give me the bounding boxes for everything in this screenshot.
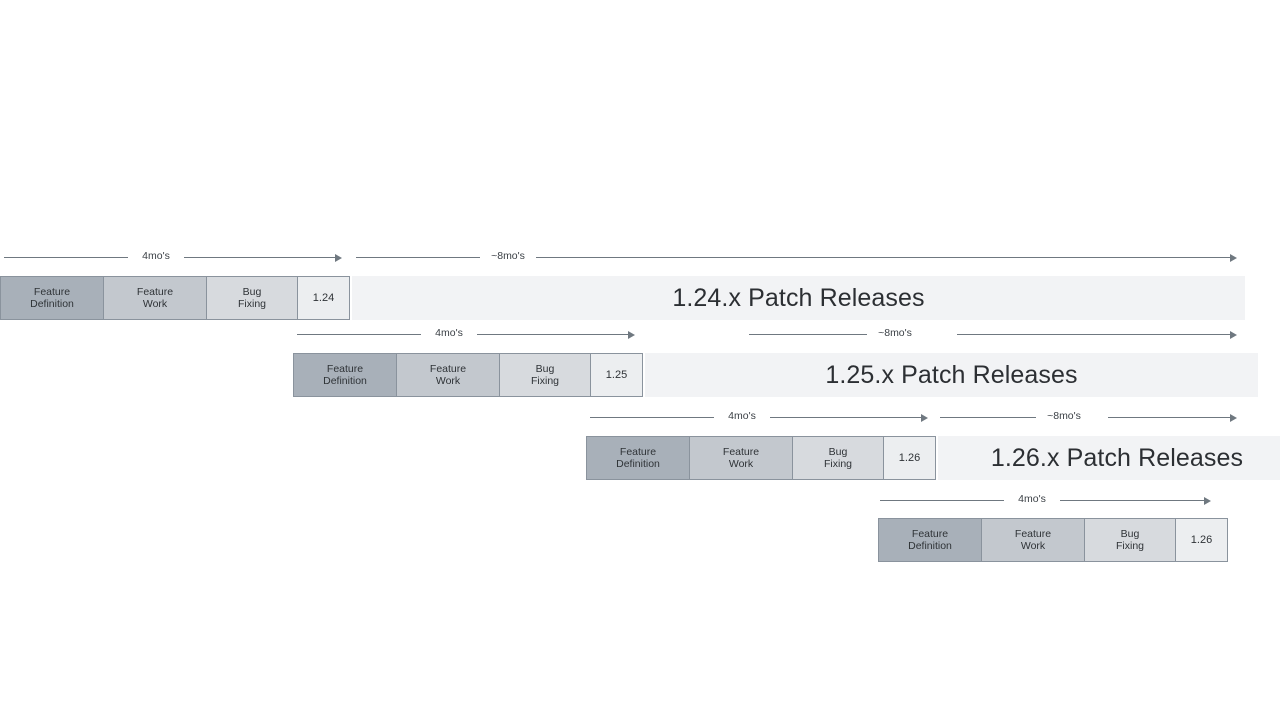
- phase-label-line2: Fixing: [237, 298, 266, 310]
- arrow-line-left: [4, 257, 128, 258]
- phase-label-line2: Definition: [908, 540, 952, 552]
- patch-release-band-1-24: 1.24.x Patch Releases: [352, 276, 1245, 320]
- phase-group-1-26: Feature Definition Feature Work Bug Fixi…: [586, 436, 936, 480]
- patch-release-label-1-25: 1.25.x Patch Releases: [825, 360, 1078, 389]
- dimension-arrow-patch-1-25: ~8mo's: [749, 325, 1240, 345]
- phase-label-line1: Feature: [429, 362, 467, 375]
- phase-bug-fixing-1-26[interactable]: Bug Fixing: [792, 436, 884, 480]
- phase-bug-fixing-next[interactable]: Bug Fixing: [1084, 518, 1176, 562]
- arrow-line-left: [297, 334, 421, 335]
- patch-release-band-1-25: 1.25.x Patch Releases: [645, 353, 1258, 397]
- arrow-line-right: [770, 417, 923, 418]
- phase-label-line2: Definition: [323, 375, 367, 387]
- arrow-line-left: [356, 257, 480, 258]
- arrow-head-icon: [628, 330, 635, 339]
- arrow-line-right: [1060, 500, 1206, 501]
- phase-label-line1: Feature: [33, 285, 71, 298]
- phase-label-line1: Bug: [535, 362, 555, 375]
- phase-label-line1: Feature: [1014, 527, 1052, 540]
- arrow-line-left: [880, 500, 1004, 501]
- version-label: 1.25: [605, 368, 628, 381]
- dimension-arrow-dev-1-25: 4mo's: [297, 325, 637, 345]
- phase-label-line1: Feature: [619, 445, 657, 458]
- dimension-label-patch-1-25: ~8mo's: [878, 327, 912, 339]
- phase-label-line2: Definition: [616, 458, 660, 470]
- phase-feature-work-1-26[interactable]: Feature Work: [689, 436, 793, 480]
- phase-label-line2: Fixing: [823, 458, 852, 470]
- version-box-1-25[interactable]: 1.25: [590, 353, 643, 397]
- phase-label-line2: Fixing: [530, 375, 559, 387]
- arrow-head-icon: [1230, 413, 1237, 422]
- phase-feature-definition-1-25[interactable]: Feature Definition: [293, 353, 397, 397]
- phase-label-line2: Fixing: [1115, 540, 1144, 552]
- phase-label-line1: Feature: [911, 527, 949, 540]
- phase-feature-work-1-24[interactable]: Feature Work: [103, 276, 207, 320]
- phase-group-1-25: Feature Definition Feature Work Bug Fixi…: [293, 353, 643, 397]
- arrow-line-left: [749, 334, 867, 335]
- arrow-line-left: [590, 417, 714, 418]
- arrow-head-icon: [1204, 496, 1211, 505]
- phase-feature-definition-next[interactable]: Feature Definition: [878, 518, 982, 562]
- phase-label-line1: Bug: [828, 445, 848, 458]
- phase-bug-fixing-1-24[interactable]: Bug Fixing: [206, 276, 298, 320]
- arrow-head-icon: [1230, 253, 1237, 262]
- version-label: 1.26: [1190, 533, 1213, 546]
- phase-label-line1: Feature: [722, 445, 760, 458]
- phase-label-line2: Definition: [30, 298, 74, 310]
- phase-label-line2: Work: [728, 458, 754, 470]
- dimension-arrow-dev-1-26: 4mo's: [590, 408, 930, 428]
- arrow-line-right: [477, 334, 630, 335]
- phase-label-line1: Feature: [136, 285, 174, 298]
- arrow-head-icon: [921, 413, 928, 422]
- arrow-head-icon: [335, 253, 342, 262]
- version-box-1-26[interactable]: 1.26: [883, 436, 936, 480]
- arrow-line-right: [957, 334, 1232, 335]
- phase-bug-fixing-1-25[interactable]: Bug Fixing: [499, 353, 591, 397]
- arrow-line-right: [184, 257, 337, 258]
- dimension-label-dev-1-25: 4mo's: [435, 327, 463, 339]
- dimension-label-patch-1-26: ~8mo's: [1047, 410, 1081, 422]
- dimension-arrow-patch-1-26: ~8mo's: [940, 408, 1240, 428]
- phase-feature-definition-1-26[interactable]: Feature Definition: [586, 436, 690, 480]
- version-label: 1.26: [898, 451, 921, 464]
- phase-label-line2: Work: [435, 375, 461, 387]
- arrow-head-icon: [1230, 330, 1237, 339]
- dimension-label-dev-next: 4mo's: [1018, 493, 1046, 505]
- arrow-line-left: [940, 417, 1036, 418]
- dimension-arrow-dev-1-24: 4mo's: [4, 248, 344, 268]
- patch-release-label-1-26: 1.26.x Patch Releases: [990, 443, 1244, 472]
- patch-release-band-1-26: 1.26.x Patch Releases: [938, 436, 1280, 480]
- phase-label-line2: Work: [1020, 540, 1046, 552]
- phase-feature-work-next[interactable]: Feature Work: [981, 518, 1085, 562]
- patch-release-label-1-24: 1.24.x Patch Releases: [672, 283, 925, 312]
- version-label: 1.24: [312, 291, 335, 304]
- dimension-label-dev-1-24: 4mo's: [142, 250, 170, 262]
- dimension-label-dev-1-26: 4mo's: [728, 410, 756, 422]
- phase-feature-definition-1-24[interactable]: Feature Definition: [0, 276, 104, 320]
- phase-label-line1: Bug: [1120, 527, 1140, 540]
- phase-feature-work-1-25[interactable]: Feature Work: [396, 353, 500, 397]
- arrow-line-right: [536, 257, 1232, 258]
- dimension-arrow-patch-1-24: ~8mo's: [356, 248, 1240, 268]
- phase-label-line1: Bug: [242, 285, 262, 298]
- dimension-arrow-dev-next: 4mo's: [880, 491, 1220, 511]
- dimension-label-patch-1-24: ~8mo's: [491, 250, 525, 262]
- phase-group-next: Feature Definition Feature Work Bug Fixi…: [878, 518, 1228, 562]
- version-box-1-24[interactable]: 1.24: [297, 276, 350, 320]
- phase-group-1-24: Feature Definition Feature Work Bug Fixi…: [0, 276, 350, 320]
- arrow-line-right: [1108, 417, 1232, 418]
- phase-label-line2: Work: [142, 298, 168, 310]
- version-box-next[interactable]: 1.26: [1175, 518, 1228, 562]
- phase-label-line1: Feature: [326, 362, 364, 375]
